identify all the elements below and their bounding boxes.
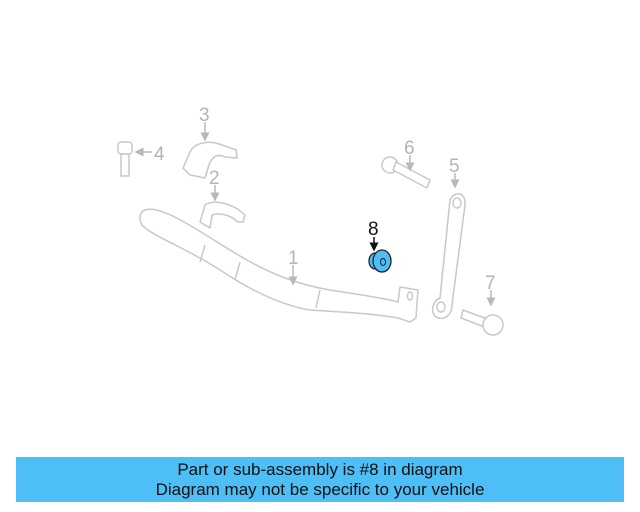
callout-2: 2: [209, 168, 220, 189]
part-7-bolt[interactable]: [460, 309, 504, 336]
part-8-nut-highlighted[interactable]: [368, 249, 392, 273]
part-5-stabilizer-link[interactable]: [431, 193, 466, 320]
banner-line-part: Part or sub-assembly is #8 in diagram: [177, 460, 463, 479]
callout-6: 6: [404, 138, 415, 159]
part-2-bushing[interactable]: [199, 201, 246, 229]
info-banner: Part or sub-assembly is #8 in diagram Di…: [16, 457, 624, 502]
callout-3: 3: [199, 105, 210, 126]
callout-1: 1: [288, 248, 299, 269]
parts-diagram: 1 2 3 4 5 6 7 8: [117, 105, 504, 336]
part-4-bolt[interactable]: [117, 141, 133, 177]
callout-5: 5: [449, 156, 460, 177]
callout-8: 8: [368, 219, 379, 240]
part-1-stabilizer-bar[interactable]: [139, 208, 419, 323]
part-3-bracket[interactable]: [182, 141, 238, 179]
callout-4: 4: [154, 144, 165, 165]
callout-7: 7: [485, 273, 496, 294]
part-6-bolt[interactable]: [381, 156, 431, 189]
banner-line-disclaimer: Diagram may not be specific to your vehi…: [155, 480, 485, 499]
